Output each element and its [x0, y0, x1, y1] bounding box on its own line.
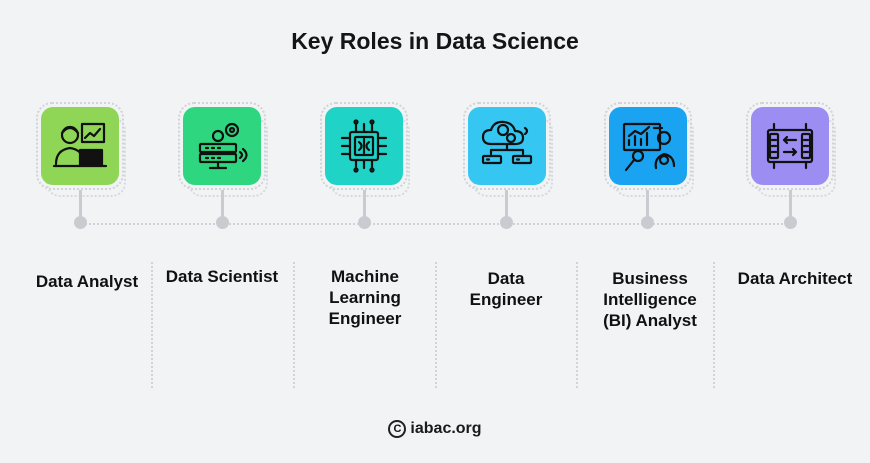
cloud-database-icon	[468, 107, 546, 185]
role-label-data-scientist: Data Scientist	[165, 267, 279, 286]
connector-stem	[221, 190, 224, 218]
role-label-bi-analyst: Business Intelligence (BI) Analyst	[580, 268, 720, 331]
label-text: Business Intelligence (BI) Analyst	[603, 269, 697, 330]
role-card-data-engineer	[463, 102, 551, 190]
footer-brand: C iabac.org	[0, 420, 870, 438]
timeline-dot	[216, 216, 229, 229]
column-divider	[151, 262, 153, 388]
connector-stem	[646, 190, 649, 218]
connector-stem	[789, 190, 792, 218]
connector-stem	[363, 190, 366, 218]
role-card-bi-analyst	[604, 102, 692, 190]
column-divider	[293, 262, 295, 388]
column-divider	[576, 262, 578, 388]
timeline-dot	[784, 216, 797, 229]
label-text: Data Engineer	[469, 269, 543, 309]
role-label-data-analyst: Data Analyst	[35, 272, 139, 291]
role-card-data-scientist	[178, 102, 266, 190]
timeline-dot	[358, 216, 371, 229]
column-divider	[713, 262, 715, 388]
data-scientist-icon	[183, 107, 261, 185]
role-card-machine-learning-engineer	[320, 102, 408, 190]
connector-stem	[505, 190, 508, 218]
page-title: Key Roles in Data Science	[291, 28, 579, 54]
data-analyst-icon	[41, 107, 119, 185]
bi-analytics-icon	[609, 107, 687, 185]
timeline-dot	[641, 216, 654, 229]
brand-name: iabac.org	[410, 420, 482, 437]
column-divider	[435, 262, 437, 388]
role-card-data-analyst	[36, 102, 124, 190]
copyright-logo-icon: C	[388, 420, 407, 438]
timeline-dot	[74, 216, 87, 229]
data-architecture-icon	[751, 107, 829, 185]
timeline-line	[78, 223, 790, 225]
machine-learning-icon	[325, 107, 403, 185]
role-label-data-engineer: Data Engineer	[436, 268, 576, 310]
role-card-data-architect	[746, 102, 834, 190]
role-label-data-architect: Data Architect	[737, 269, 853, 288]
connector-stem	[79, 190, 82, 218]
label-text: Machine Learning Engineer	[328, 267, 402, 328]
timeline-dot	[500, 216, 513, 229]
role-label-machine-learning-engineer: Machine Learning Engineer	[295, 266, 435, 329]
